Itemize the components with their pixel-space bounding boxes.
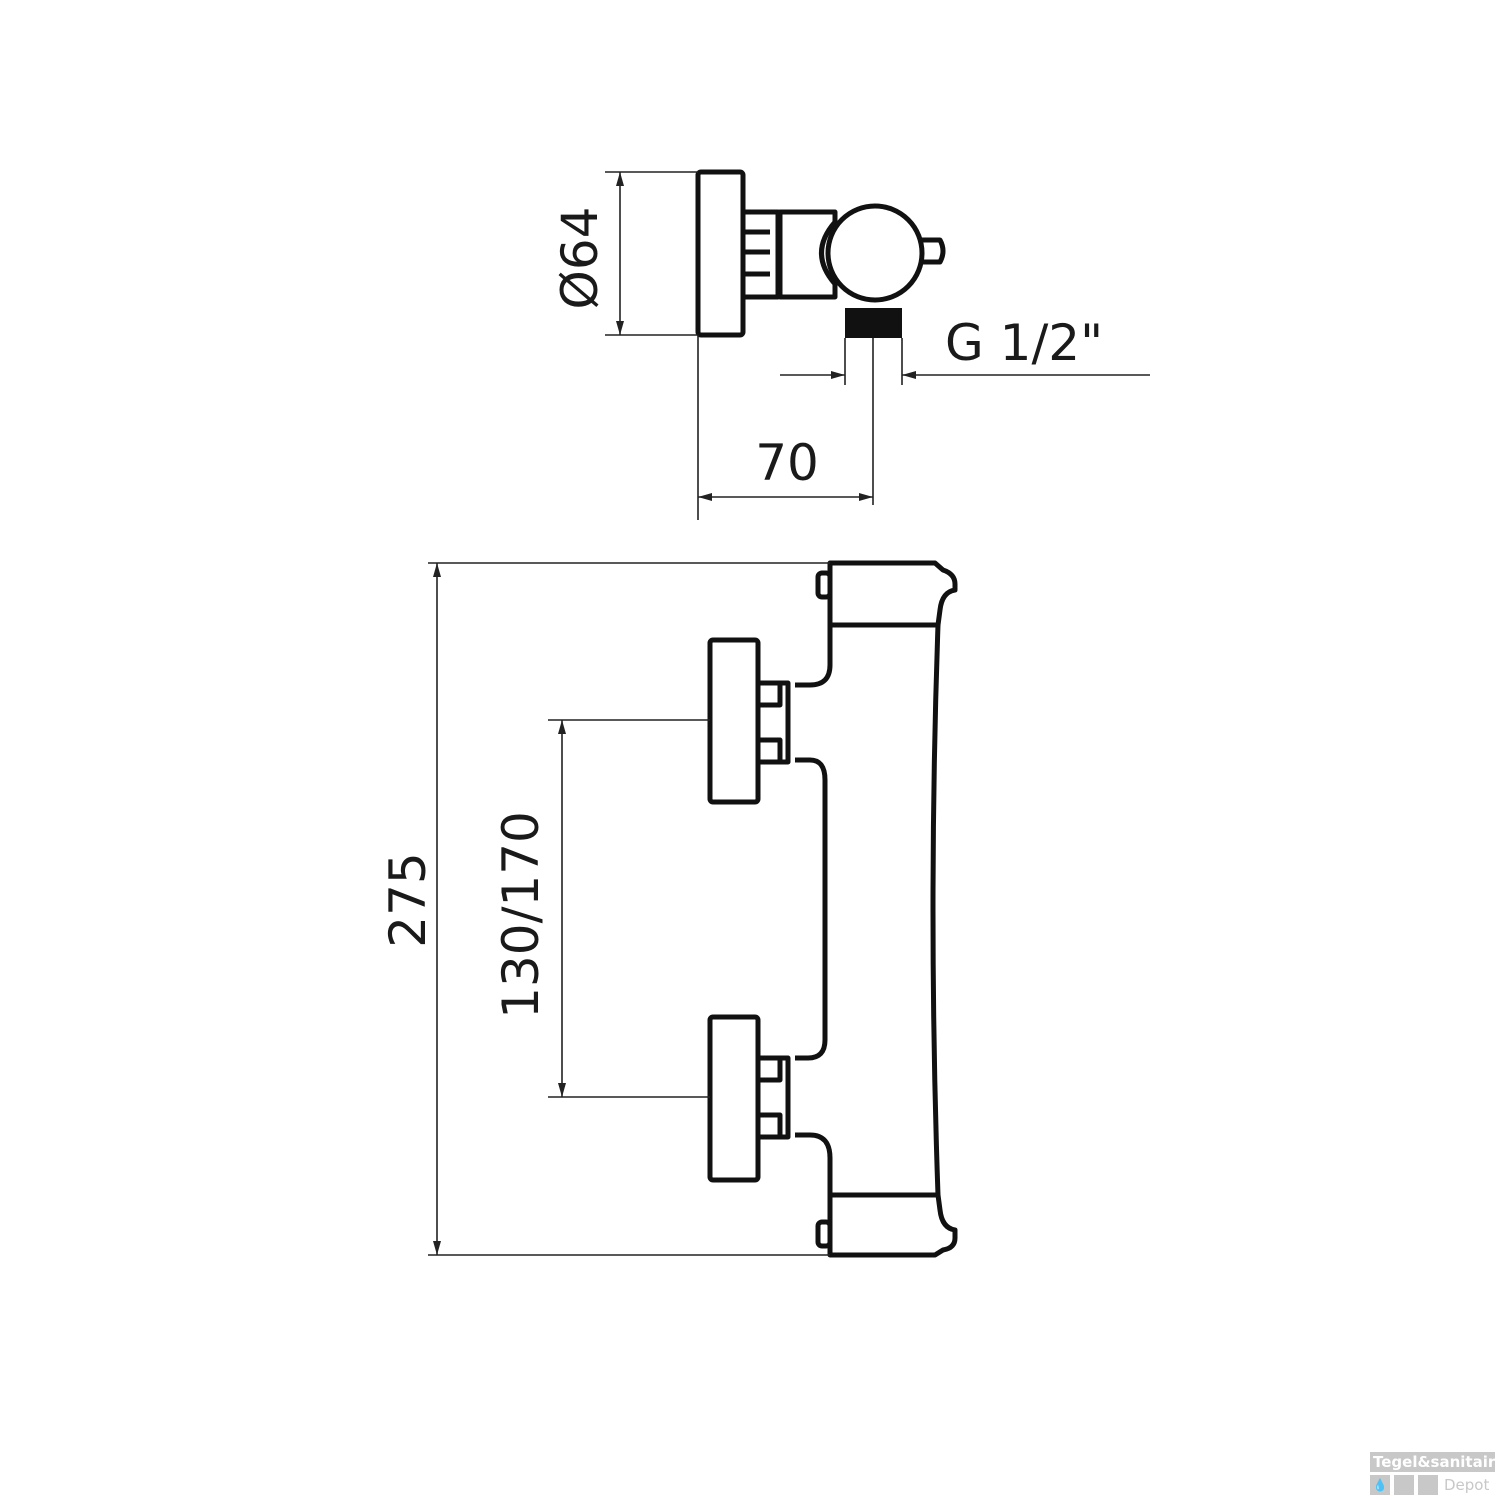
connector-cone (819, 220, 837, 286)
stub-lower (758, 1055, 791, 1140)
body-left-profile (795, 625, 833, 1195)
watermark-line1: Tegel&sanitair (1370, 1452, 1495, 1472)
thread-label: G 1/2" (945, 314, 1103, 372)
lever-tab (920, 237, 946, 265)
spacing-label: 130/170 (492, 811, 550, 1019)
bottom-cap (827, 1192, 958, 1258)
handle-lower (707, 1014, 761, 1183)
stub-upper (758, 680, 791, 765)
thread-outlet (845, 308, 902, 338)
drop-icon: 💧 (1370, 1475, 1390, 1495)
top-view: Ø64 G 1/2" 70 (551, 169, 1150, 520)
top-cap (827, 560, 958, 628)
handle-upper (707, 637, 761, 805)
height-label: 275 (379, 852, 437, 947)
tile-icon (1418, 1475, 1438, 1495)
connector-stub (743, 209, 781, 300)
front-view: 275 130/170 (379, 560, 958, 1258)
body-right-profile (930, 624, 941, 1196)
bottom-lug (815, 1219, 833, 1249)
mixer-body-circle (825, 203, 925, 303)
handle-plate-top (695, 169, 746, 338)
top-lug (815, 570, 833, 600)
watermark-line2: Depot (1444, 1476, 1490, 1494)
depth-label: 70 (755, 434, 819, 492)
diameter-label: Ø64 (551, 207, 609, 310)
tile-icon (1394, 1475, 1414, 1495)
watermark-logo: Tegel&sanitair 💧 Depot (1370, 1452, 1495, 1495)
